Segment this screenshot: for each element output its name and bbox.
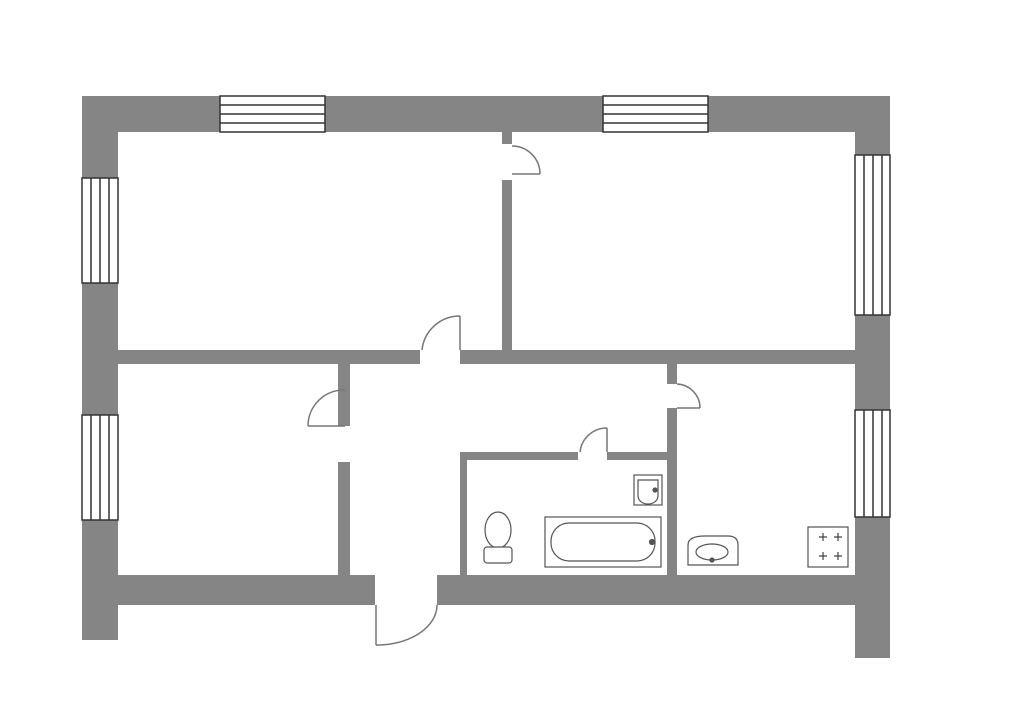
windows — [81, 95, 891, 521]
walls — [82, 96, 890, 658]
door-bathroom[interactable] — [579, 427, 608, 453]
wall-top — [82, 96, 890, 132]
window-left-top — [81, 177, 119, 284]
bathtub-icon — [544, 516, 662, 568]
door-left-room[interactable] — [307, 389, 346, 427]
kitchen-sink-icon — [687, 535, 739, 566]
window-top-left — [219, 95, 326, 133]
door-top-left-room[interactable] — [421, 315, 461, 351]
wall-left-room-a — [338, 364, 350, 426]
window-right-bottom — [854, 409, 891, 518]
wall-kitchen-b — [667, 408, 677, 575]
door-kitchen[interactable] — [676, 383, 701, 409]
window-right-top — [854, 154, 891, 316]
window-left-bottom — [81, 414, 119, 521]
wall-bottom-right — [437, 575, 855, 605]
washbasin-icon — [633, 474, 663, 506]
window-top-right — [602, 95, 709, 133]
stove-icon — [807, 526, 849, 568]
wall-left-room-b — [338, 462, 350, 575]
wall-middle-right — [460, 350, 855, 364]
door-top-rooms[interactable] — [511, 145, 541, 175]
wall-middle-left — [118, 350, 420, 364]
wall-bath-top-b — [607, 452, 667, 460]
wall-rooms-divider-top — [502, 132, 512, 144]
doors — [307, 145, 701, 646]
wall-kitchen-a — [667, 364, 677, 384]
wall-bath-left — [460, 452, 467, 575]
fixtures — [483, 474, 849, 568]
wall-bottom-left — [118, 575, 375, 605]
toilet-icon — [483, 511, 513, 564]
wall-rooms-divider — [502, 180, 512, 350]
door-entrance[interactable] — [375, 604, 438, 646]
wall-bath-top-a — [460, 452, 578, 460]
